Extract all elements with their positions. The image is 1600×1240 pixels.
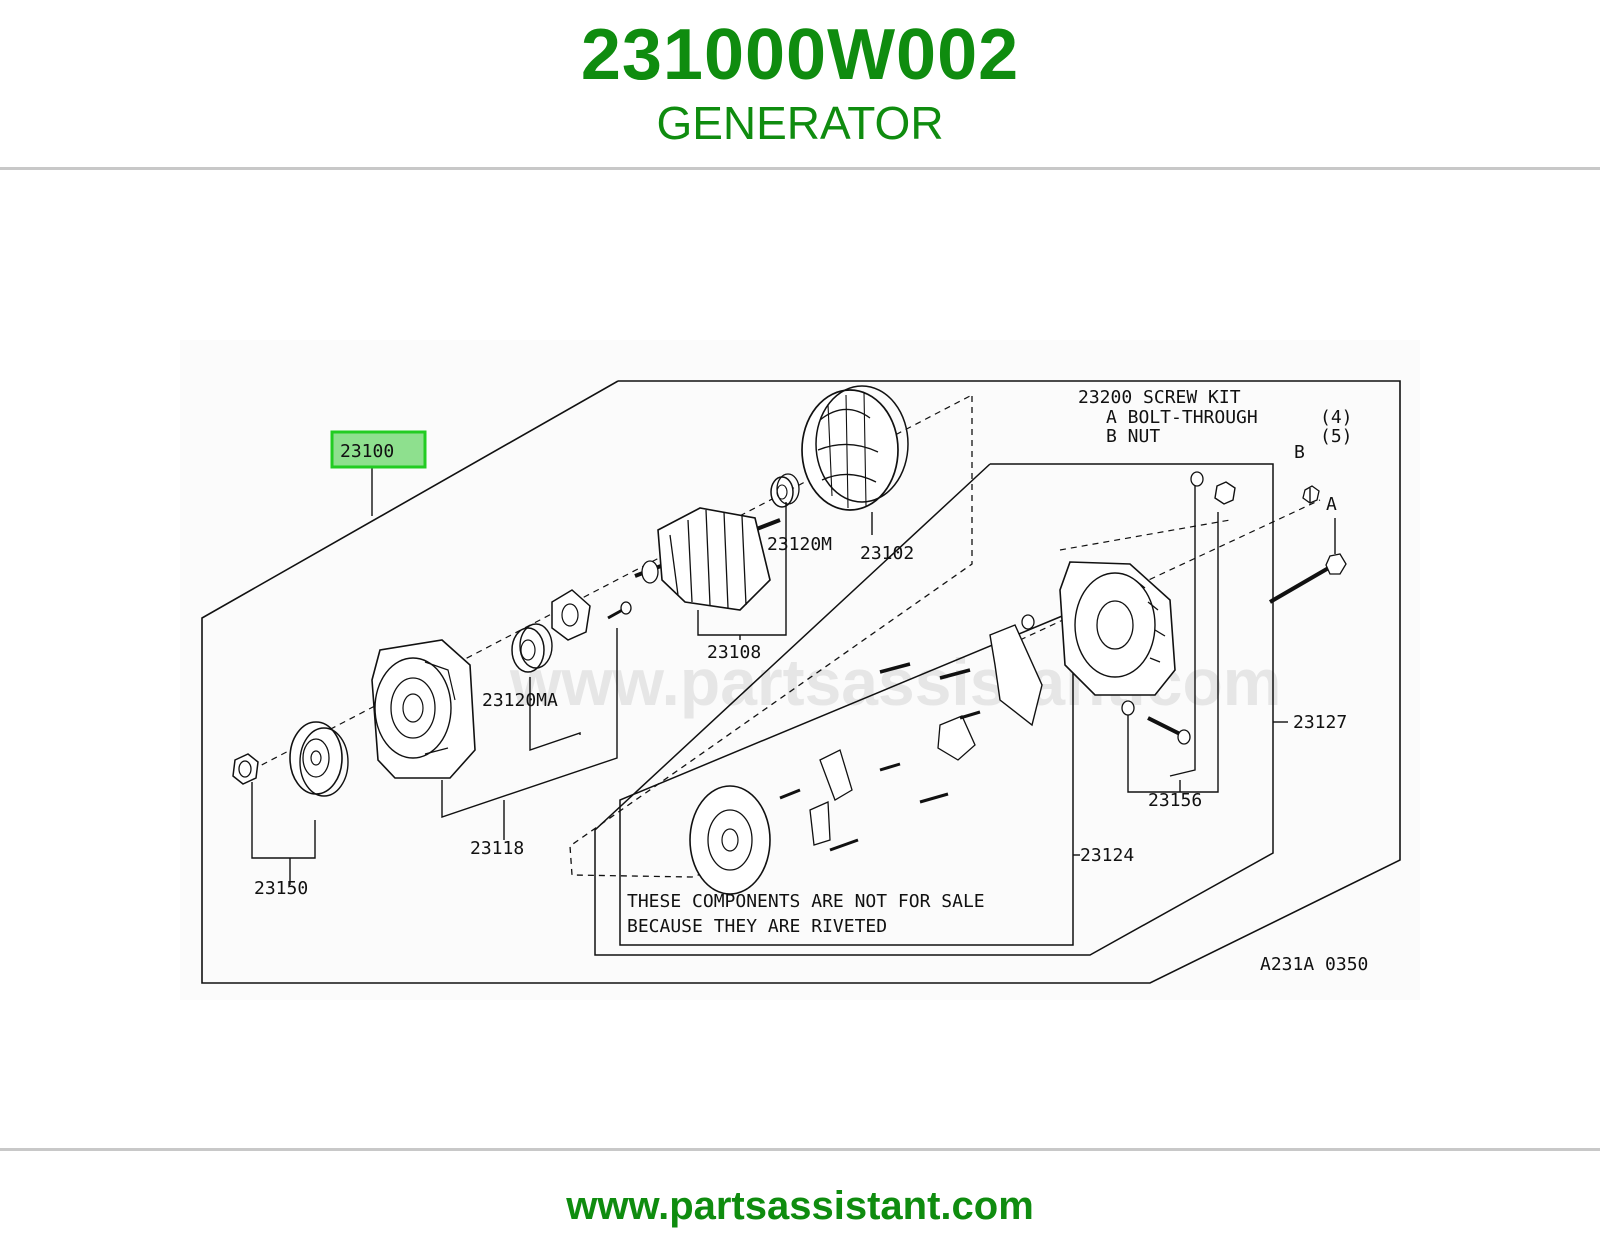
riveted-note-line2: BECAUSE THEY ARE RIVETED xyxy=(627,916,887,937)
outer-frame xyxy=(201,380,1401,984)
marker-a: A xyxy=(1326,494,1337,515)
rotor-23108-part xyxy=(634,507,781,611)
bolt-23156-part xyxy=(1147,716,1191,745)
rear-housing-part xyxy=(1059,561,1176,696)
rear-nut-parts xyxy=(1121,471,1320,716)
retainer-screw-part xyxy=(607,601,632,620)
callout-23108[interactable]: 23108 xyxy=(707,642,761,663)
rectifier-disc-part xyxy=(689,785,771,895)
front-housing-part xyxy=(371,639,476,779)
bearing-23120m-part xyxy=(770,473,800,508)
header: 231000W002 GENERATOR xyxy=(0,0,1600,168)
screw-kit-qty-a: (4) xyxy=(1320,407,1353,428)
marker-b: B xyxy=(1294,442,1305,463)
bearing-23120ma-part xyxy=(511,623,553,673)
part-number: 231000W002 xyxy=(580,15,1020,95)
callout-23100[interactable]: 23100 xyxy=(340,441,394,462)
drawing-code: A231A 0350 xyxy=(1260,954,1368,975)
stator-23102-part xyxy=(801,385,909,511)
footer-website-link[interactable]: www.partsassistant.com xyxy=(566,1184,1034,1228)
callout-23127[interactable]: 23127 xyxy=(1293,712,1347,733)
nut-23150-part xyxy=(232,753,259,785)
callout-23124[interactable]: 23124 xyxy=(1080,845,1134,866)
inner-frame-rear-assembly xyxy=(594,463,1274,956)
regulator-components-part xyxy=(779,614,1043,852)
highlighted-callout-box[interactable] xyxy=(330,430,427,469)
callout-23102[interactable]: 23102 xyxy=(860,543,914,564)
dashed-rotor-group xyxy=(569,396,973,878)
screw-kit-title: 23200 SCREW KIT xyxy=(1078,387,1241,408)
callout-23150[interactable]: 23150 xyxy=(254,878,308,899)
callout-23118[interactable]: 23118 xyxy=(470,838,524,859)
callout-23120m[interactable]: 23120M xyxy=(767,534,832,555)
retainer-plate-part xyxy=(551,589,591,641)
screw-kit-item-b: B NUT xyxy=(1106,426,1160,447)
screw-kit-qty-b: (5) xyxy=(1320,426,1353,447)
through-bolt-part xyxy=(1268,553,1347,604)
header-divider xyxy=(0,167,1600,170)
screw-kit-item-a: A BOLT-THROUGH xyxy=(1106,407,1258,428)
exploded-parts-diagram: www.partsassistant.com xyxy=(180,340,1420,1000)
rear-cover-dashed xyxy=(1059,519,1231,551)
screw-kit-legend: 23200 SCREW KIT A BOLT-THROUGH (4) B NUT… xyxy=(1078,387,1353,447)
leader-lines xyxy=(251,468,1336,885)
pulley-part xyxy=(289,721,349,797)
part-name: GENERATOR xyxy=(656,97,944,149)
riveted-note-line1: THESE COMPONENTS ARE NOT FOR SALE xyxy=(627,891,985,912)
callout-23120ma[interactable]: 23120MA xyxy=(482,690,558,711)
footer-divider xyxy=(0,1148,1600,1151)
callout-23156[interactable]: 23156 xyxy=(1148,790,1202,811)
